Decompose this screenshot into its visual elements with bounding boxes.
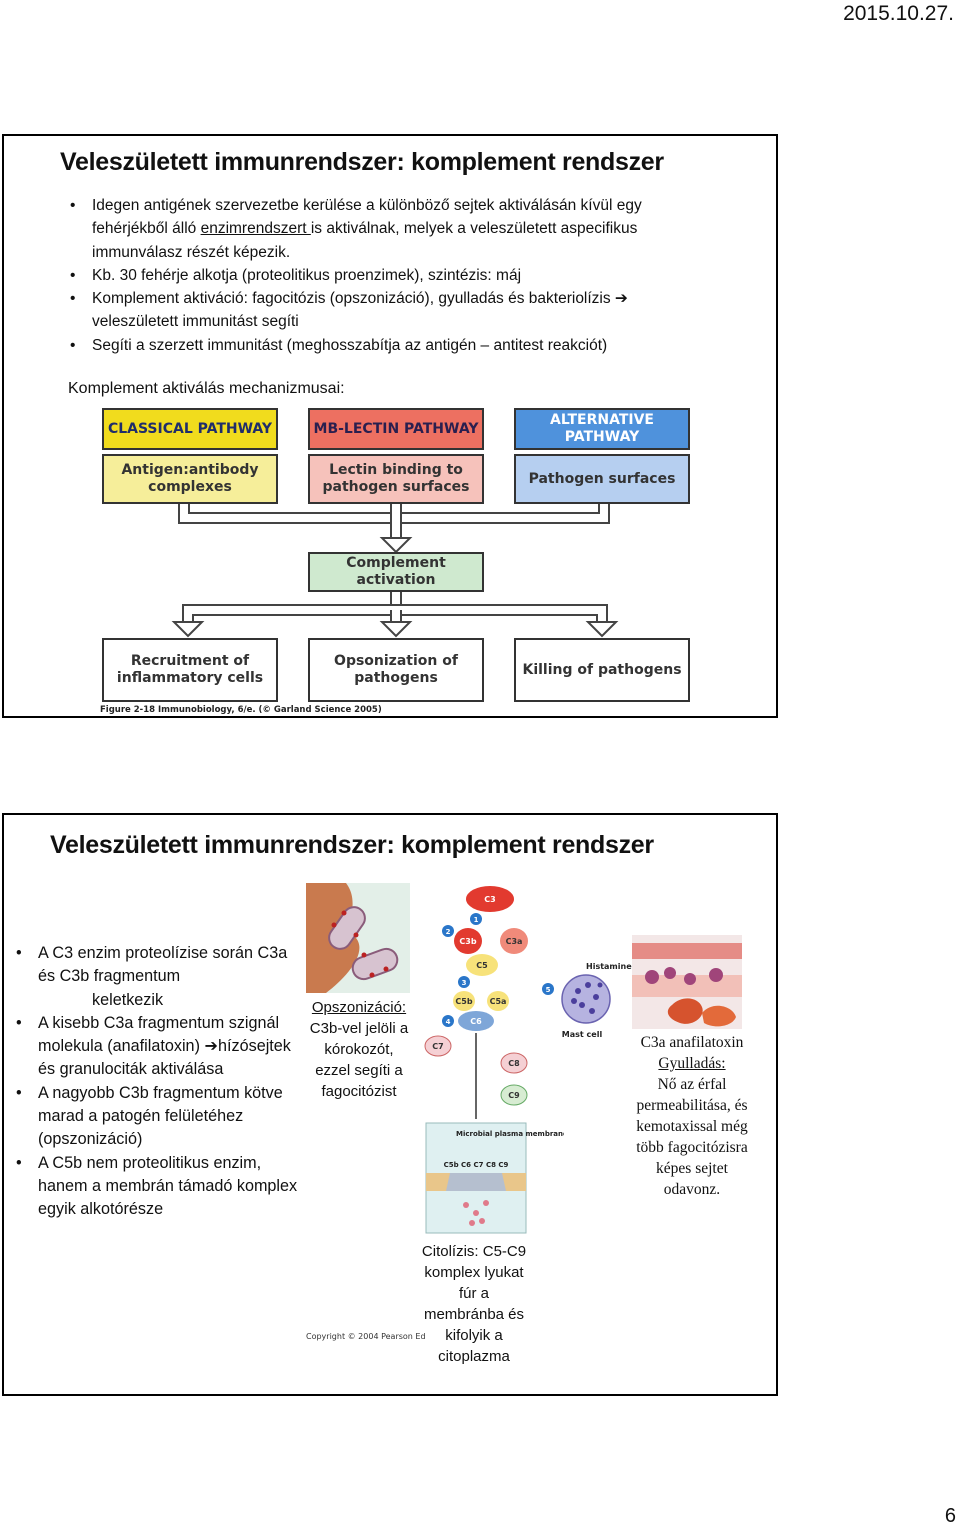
- label-c5b: C5b: [455, 997, 472, 1006]
- page-number: 6: [944, 1505, 956, 1527]
- underlined-term: enzimrendszert: [200, 220, 311, 238]
- step-2: 2: [446, 928, 451, 936]
- opsonization-text: C3b-vel jelöli a kórokozót, ezzel segíti…: [309, 1020, 409, 1100]
- bullet-item: A C3 enzim proteolízise során C3a és C3b…: [14, 942, 304, 1012]
- label-c3a: C3a: [506, 937, 523, 946]
- bullet-text: A C3 enzim proteolízise során C3a és C3b…: [38, 944, 288, 986]
- lectin-pathway-header: MB-LECTIN PATHWAY: [308, 408, 484, 450]
- bullet-text: keletkezik: [92, 990, 164, 1009]
- slide-1-title: Veleszületett immunrendszer: komplement …: [60, 148, 664, 176]
- label-c6: C6: [470, 1017, 482, 1026]
- opsonization-illustration: [306, 883, 410, 993]
- alternative-pathway-body: Pathogen surfaces: [514, 454, 690, 504]
- step-4: 4: [446, 1018, 451, 1026]
- slide-2: Veleszületett immunrendszer: komplement …: [2, 813, 778, 1396]
- step-1: 1: [474, 916, 479, 924]
- outcome-recruitment: Recruitment of inflammatory cells: [102, 638, 278, 702]
- label-mast-cell: Mast cell: [562, 1030, 603, 1039]
- outcome-opsonization: Opsonization of pathogens: [308, 638, 484, 702]
- copyright-note: Copyright © 2004 Pearson Ed: [306, 1332, 426, 1341]
- slide-1-bullets: Idegen antigének szervezetbe kerülése a …: [68, 194, 718, 357]
- slide-2-bullets: A C3 enzim proteolízise során C3a és C3b…: [14, 942, 304, 1222]
- outcome-killing: Killing of pathogens: [514, 638, 690, 702]
- slide-date: 2015.10.27.: [843, 2, 954, 25]
- mast-cell-illustration: Histamine Mast cell: [561, 962, 632, 1039]
- bullet-item: Segíti a szerzett immunitást (meghosszab…: [68, 334, 718, 358]
- bullet-item: A nagyobb C3b fragmentum kötve marad a p…: [14, 1082, 304, 1152]
- label-c9: C9: [508, 1091, 520, 1100]
- classical-pathway-body: Antigen:antibody complexes: [102, 454, 278, 504]
- c3a-title: C3a anafilatoxin: [640, 1034, 744, 1051]
- label-c7: C7: [432, 1042, 443, 1051]
- label-c8: C8: [508, 1059, 520, 1068]
- opsonization-caption: Opszonizáció: C3b-vel jelöli a kórokozót…: [308, 997, 410, 1102]
- step-5: 5: [546, 986, 551, 994]
- label-c5: C5: [476, 961, 488, 970]
- bullet-item: A C5b nem proteolitikus enzim, hanem a m…: [14, 1152, 304, 1222]
- bullet-item: Komplement aktiváció: fagocitózis (opszo…: [68, 287, 718, 334]
- pathway-diagram: CLASSICAL PATHWAY Antigen:antibody compl…: [4, 136, 776, 716]
- slide-2-title: Veleszületett immunrendszer: komplement …: [50, 831, 654, 859]
- pathway-arrows: [171, 502, 619, 638]
- cytolysis-caption: Citolízis: C5-C9 komplex lyukat fúr a me…: [421, 1243, 527, 1365]
- label-c3: C3: [484, 895, 495, 904]
- c3a-text: Nő az érfal permeabilitása, és kemotaxis…: [636, 1076, 748, 1198]
- bullet-text: is aktiválnak, melyek a veleszületett as…: [92, 220, 638, 261]
- bullet-text: Idegen antigének szervezetbe kerülése a …: [92, 197, 642, 238]
- label-membrane: Microbial plasma membrane: [456, 1130, 564, 1138]
- bullet-item: A kisebb C3a fragmentum szignál molekula…: [14, 1012, 304, 1082]
- c3a-caption: C3a anafilatoxin Gyulladás: Nő az érfal …: [628, 1032, 756, 1200]
- figure-caption: Figure 2-18 Immunobiology, 6/e. (© Garla…: [100, 705, 382, 715]
- bullet-item: Kb. 30 fehérje alkotja (proteolitikus pr…: [68, 264, 718, 288]
- lectin-pathway-body: Lectin binding to pathogen surfaces: [308, 454, 484, 504]
- c3a-subtitle: Gyulladás:: [658, 1055, 726, 1072]
- label-c3b: C3b: [459, 937, 476, 946]
- mechanisms-label: Komplement aktiválás mechanizmusai:: [68, 380, 345, 397]
- complement-cascade-illustration: C3 C3b C3a C5 C5b C5a C6 C7 C8 C9 1 2: [424, 886, 564, 1234]
- label-c5a: C5a: [490, 997, 507, 1006]
- classical-pathway-header: CLASSICAL PATHWAY: [102, 408, 278, 450]
- step-3: 3: [462, 979, 467, 987]
- label-mac-complex: C5b C6 C7 C8 C9: [444, 1161, 509, 1169]
- label-histamine: Histamine: [586, 962, 632, 971]
- inflammation-illustration: [632, 935, 742, 1029]
- opsonization-title: Opszonizáció:: [311, 999, 407, 1016]
- bullet-item: Idegen antigének szervezetbe kerülése a …: [68, 194, 718, 264]
- slide-1: Veleszületett immunrendszer: komplement …: [2, 134, 778, 718]
- complement-activation-box: Complement activation: [308, 552, 484, 592]
- alternative-pathway-header: ALTERNATIVE PATHWAY: [514, 408, 690, 450]
